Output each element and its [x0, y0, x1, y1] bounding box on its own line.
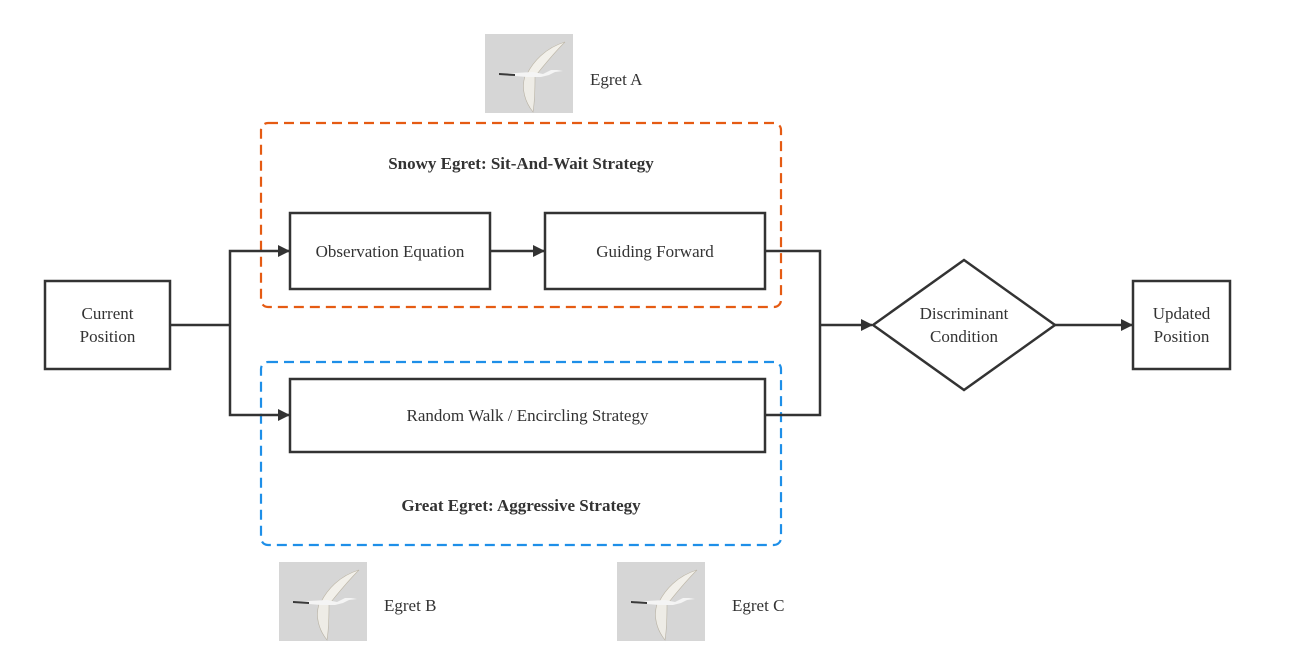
edge-random-walk-to-merge	[765, 325, 822, 417]
edge-guiding-to-merge	[765, 249, 822, 325]
great-egret-group	[259, 360, 783, 547]
egret-c-image	[617, 562, 705, 641]
egret-b-image	[279, 562, 367, 641]
guiding-forward-node	[543, 211, 767, 291]
great-egret-title: Great Egret: Aggressive Strategy	[401, 496, 641, 515]
observation-equation-label: Observation Equation	[315, 242, 465, 261]
snowy-egret-title: Snowy Egret: Sit-And-Wait Strategy	[388, 154, 654, 173]
discriminant-condition-label: Discriminant Condition	[919, 304, 1009, 346]
egret-a-label: Egret A	[590, 70, 643, 89]
snowy-egret-group	[259, 121, 783, 309]
observation-equation-node	[288, 211, 492, 291]
updated-position-node	[1131, 279, 1232, 371]
current-position-label: Current Position	[79, 304, 136, 346]
egret-a-image	[485, 34, 573, 113]
random-walk-label: Random Walk / Encircling Strategy	[406, 406, 649, 425]
updated-position-label: Updated Position	[1152, 304, 1211, 346]
egret-b-label: Egret B	[384, 596, 437, 615]
edge-branch-to-observation	[228, 245, 290, 325]
egret-icon	[485, 34, 573, 113]
egret-icon	[279, 562, 367, 641]
egret-c-label: Egret C	[732, 596, 785, 615]
guiding-forward-label: Guiding Forward	[596, 242, 714, 261]
random-walk-node	[288, 377, 767, 454]
egret-icon	[617, 562, 705, 641]
edge-branch-to-random-walk	[228, 325, 290, 421]
